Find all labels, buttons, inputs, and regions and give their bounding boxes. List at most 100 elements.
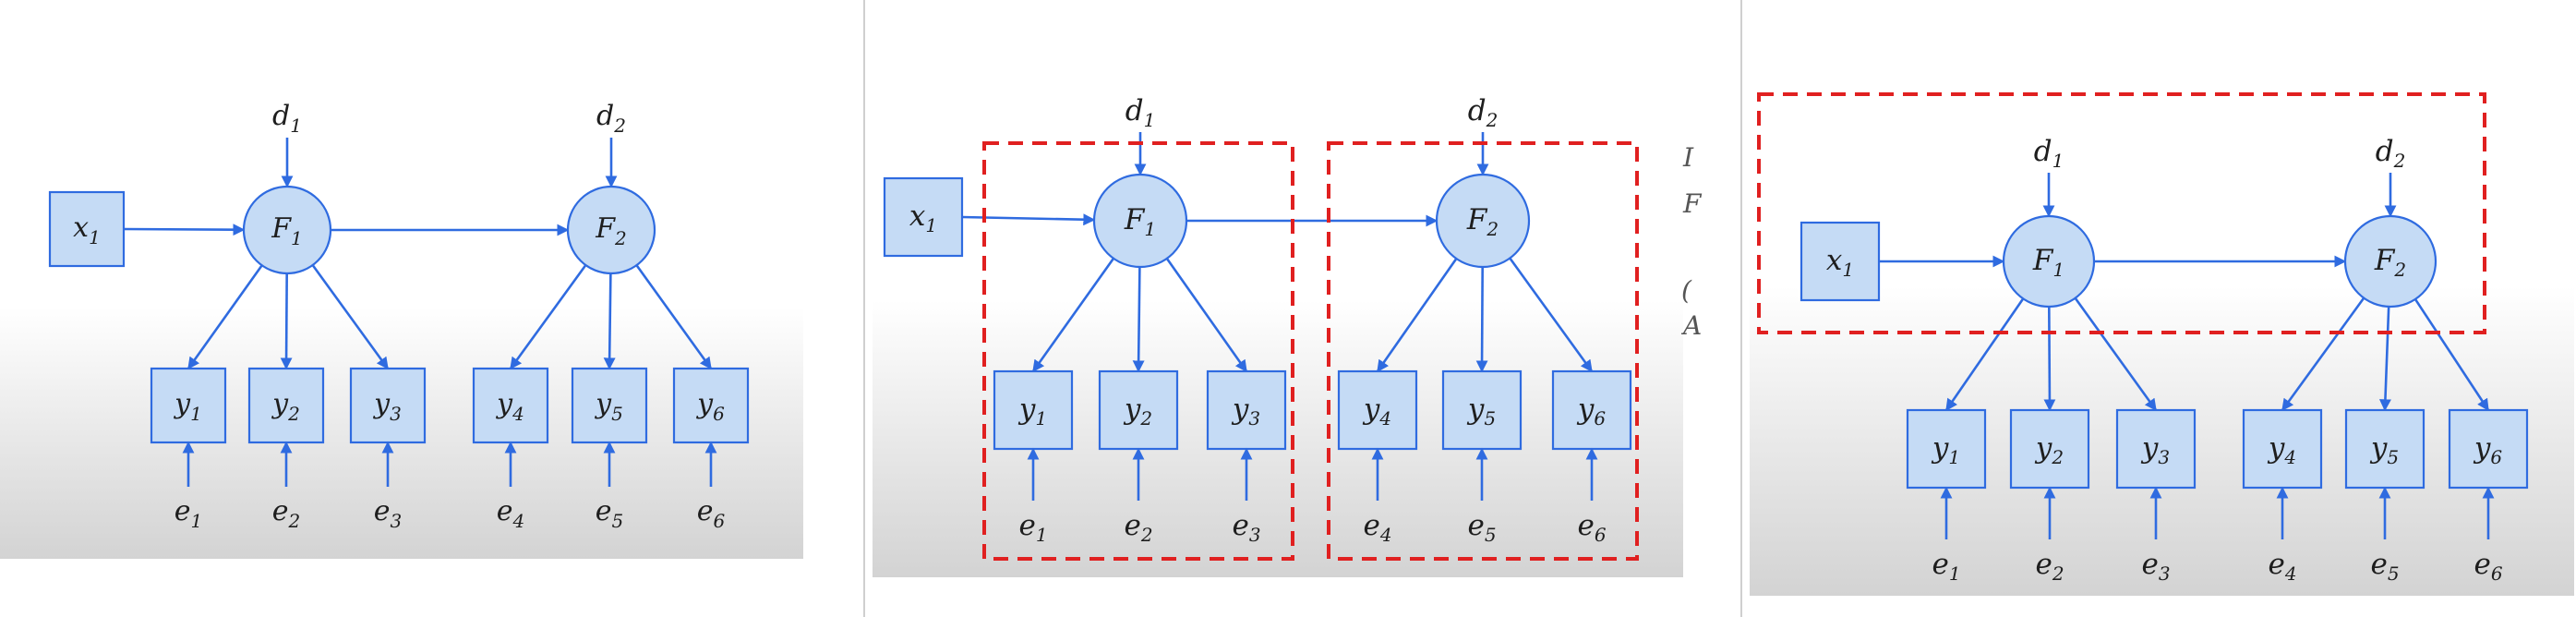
y2-label: y2	[1123, 393, 1152, 429]
y4-label-subscript: 4	[2283, 446, 2296, 468]
x1-label: x1	[73, 212, 101, 248]
e4-label-base: e	[1363, 509, 1379, 542]
factor-F1-circle	[242, 185, 332, 275]
y6-label-subscript: 6	[1594, 407, 1606, 429]
F1-label-subscript: 1	[2052, 259, 2064, 281]
F1-label-subscript: 1	[1144, 218, 1156, 240]
y2-label-base: y	[1123, 393, 1141, 426]
indicator-y5-box	[571, 367, 648, 444]
y3-label-subscript: 3	[390, 403, 402, 425]
indicator-y6-box	[672, 367, 750, 444]
y2-label: y2	[2034, 431, 2064, 468]
loading-F2-to-y5	[603, 272, 616, 370]
d1-label-subscript: 1	[290, 115, 302, 137]
e5-label-subscript: 5	[612, 510, 624, 532]
y6-label: y6	[1576, 393, 1607, 429]
indicator-y2-box	[247, 367, 325, 444]
F2-label: F2	[2374, 244, 2406, 281]
F2-label-base: F	[1466, 203, 1488, 236]
y3-label-base: y	[2140, 431, 2159, 465]
y4-label-base: y	[2267, 431, 2285, 465]
observed-x1-box	[1800, 221, 1881, 302]
e2-label: e2	[2035, 548, 2064, 585]
factor-F1-circle	[2002, 214, 2096, 308]
e3-label-subscript: 3	[2159, 563, 2171, 585]
e2-label-base: e	[1124, 509, 1140, 542]
F2-label-base: F	[2374, 244, 2396, 277]
loading-F1-to-y3	[311, 264, 390, 370]
e4-label-subscript: 4	[1379, 524, 1392, 546]
path-x1-to-F1	[123, 224, 246, 236]
y5-label: y5	[2369, 431, 2399, 468]
F1-label-base: F	[2032, 244, 2054, 277]
y2-label-subscript: 2	[2051, 446, 2064, 468]
e5-label: e5	[2370, 548, 2399, 585]
e3-label: e3	[2141, 548, 2170, 585]
e5-label-subscript: 5	[2388, 563, 2400, 585]
y3-label-subscript: 3	[2158, 446, 2170, 468]
e3-label: e3	[1232, 509, 1260, 546]
loading-F2-to-y4	[2281, 296, 2365, 412]
loading-F1-to-y1	[1031, 257, 1115, 373]
e6-label-base: e	[697, 495, 714, 527]
highlight-box-block-F1	[982, 141, 1294, 561]
d2-label-subscript: 2	[1486, 109, 1499, 131]
loading-F2-to-y4	[509, 264, 587, 370]
indicator-y1-box	[993, 369, 1074, 451]
x1-label-subscript: 1	[89, 226, 101, 248]
e5-label-base: e	[2370, 548, 2387, 581]
d2-label-base: d	[596, 100, 614, 132]
d2-label-subscript: 2	[613, 115, 626, 137]
y1-label-base: y	[173, 388, 191, 420]
e6-label-subscript: 6	[714, 510, 726, 532]
y3-label-subscript: 3	[1248, 407, 1260, 429]
y1-label-base: y	[1931, 431, 1949, 465]
loading-F1-to-y3	[2074, 296, 2158, 412]
indicator-y3-box	[1206, 369, 1287, 451]
y5-label-subscript: 5	[611, 403, 623, 425]
x1-label-subscript: 1	[1842, 259, 1854, 281]
e1-label-base: e	[175, 495, 191, 527]
d1-label: d1	[1125, 94, 1156, 131]
panel-divider-1	[863, 0, 865, 617]
y1-label: y1	[173, 388, 202, 425]
e2-label-subscript: 2	[2052, 563, 2064, 585]
F1-label-subscript: 1	[291, 227, 303, 249]
y1-label-subscript: 1	[1948, 446, 1960, 468]
e2-label: e2	[1124, 509, 1152, 546]
y4-label-base: y	[495, 388, 513, 420]
y1-label-base: y	[1017, 393, 1036, 426]
panel-background	[873, 0, 1683, 577]
e4-label-base: e	[497, 495, 513, 527]
y3-label-base: y	[372, 388, 391, 420]
y6-label-subscript: 6	[713, 403, 725, 425]
clipped-side-text-glyph: I	[1682, 142, 1694, 173]
indicator-y4-box	[1337, 369, 1418, 451]
d2-label: d2	[596, 100, 626, 137]
e1-label-base: e	[1932, 548, 1948, 581]
e6-label-base: e	[2474, 548, 2490, 581]
clipped-side-text-glyph: (	[1681, 275, 1692, 306]
x1-label-subscript: 1	[925, 214, 937, 236]
d2-label-subscript: 2	[2393, 150, 2406, 172]
y5-label-base: y	[594, 388, 612, 420]
F2-label-subscript: 2	[614, 227, 627, 249]
loading-F2-to-y5	[1475, 266, 1488, 373]
d1-label-subscript: 1	[2052, 150, 2064, 172]
F2-label: F2	[1466, 203, 1499, 240]
clipped-side-text-glyph: F	[1682, 188, 1703, 219]
F1-label: F1	[1124, 203, 1156, 240]
y1-label-subscript: 1	[190, 403, 202, 425]
y4-label-subscript: 4	[1378, 407, 1391, 429]
e5-label: e5	[596, 495, 624, 532]
F1-label: F1	[2032, 244, 2064, 281]
indicator-y5-box	[2344, 408, 2426, 490]
indicator-y1-box	[150, 367, 227, 444]
y2-label-subscript: 2	[1139, 407, 1152, 429]
